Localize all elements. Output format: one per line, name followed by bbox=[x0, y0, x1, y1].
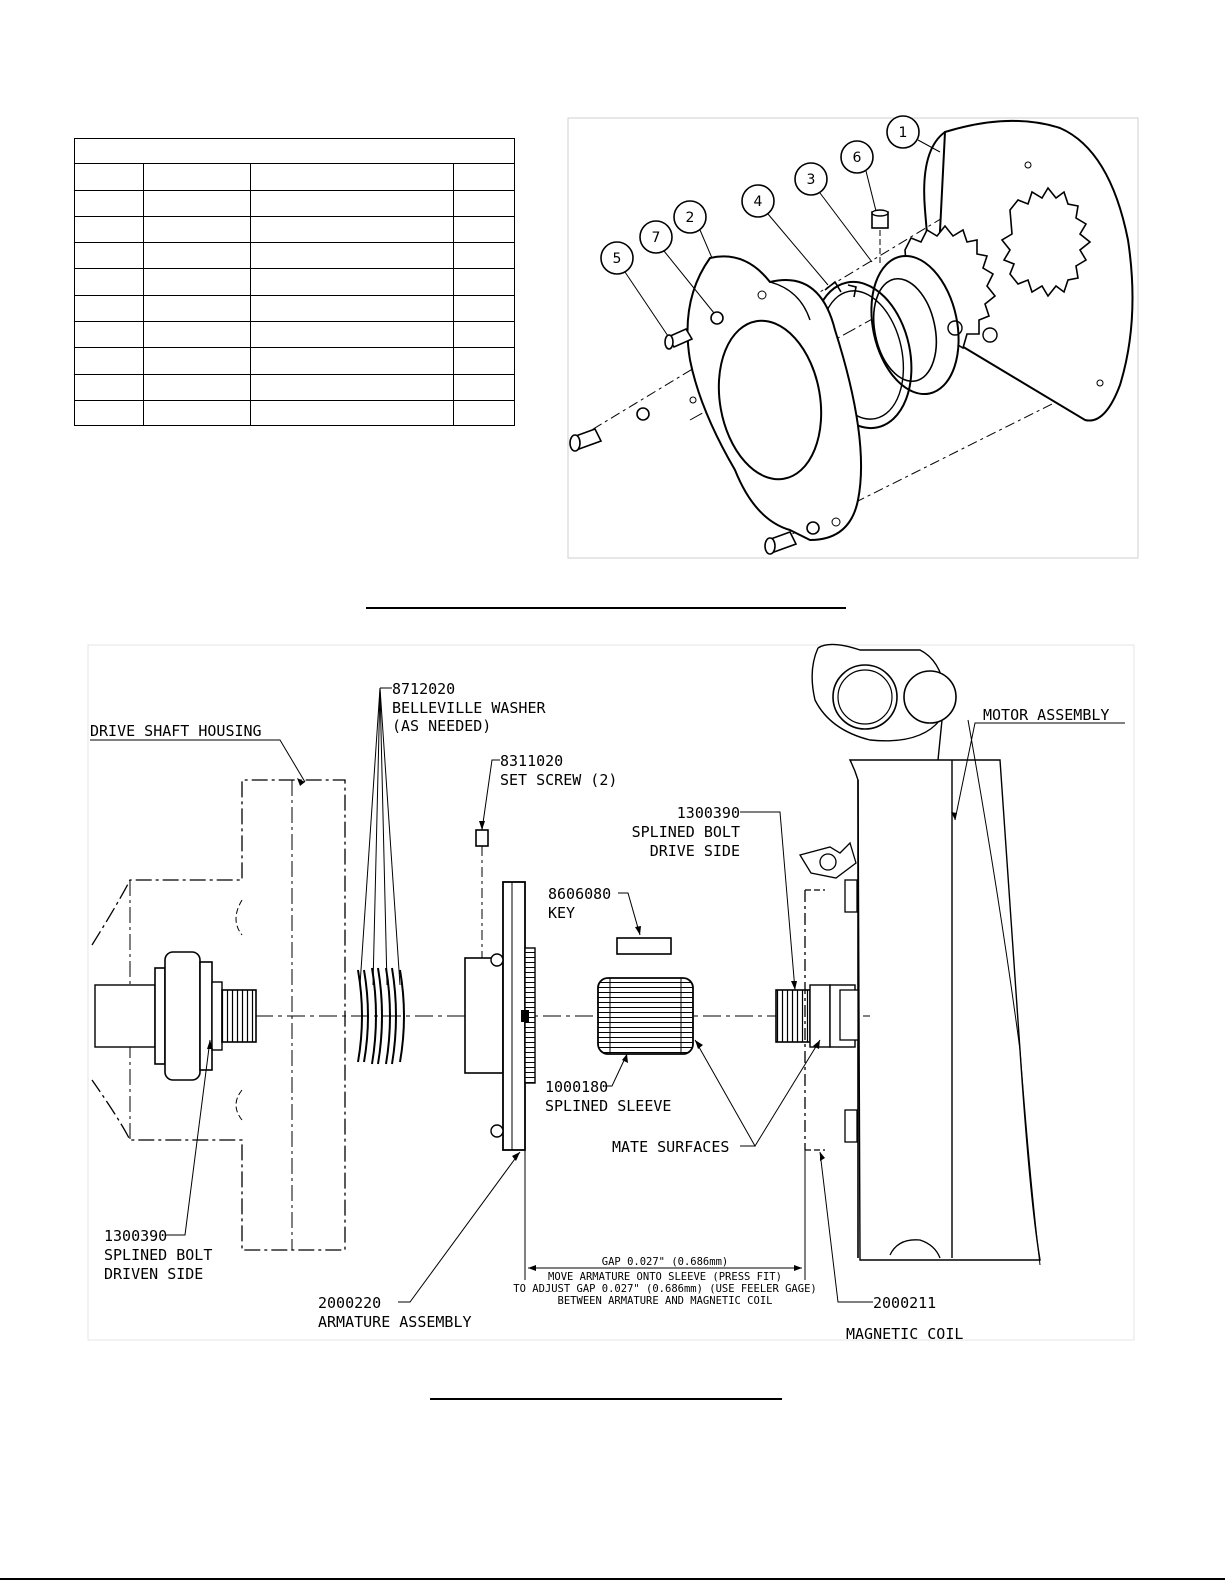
splined-sleeve bbox=[597, 977, 694, 1055]
drive-bolt-name: SPLINED BOLT bbox=[632, 823, 740, 841]
driven-bolt-name: SPLINED BOLT bbox=[104, 1246, 212, 1264]
item-balloon-7: 7 bbox=[639, 220, 715, 314]
set-screw bbox=[871, 209, 889, 265]
svg-text:5: 5 bbox=[613, 251, 622, 267]
leader-lines bbox=[90, 687, 1125, 1303]
set-screw-part-number: 8311020 bbox=[500, 752, 563, 770]
item-balloon-3: 3 bbox=[794, 162, 873, 263]
key bbox=[616, 937, 672, 955]
splined-bolt-driven bbox=[221, 989, 257, 1043]
set-screw-side bbox=[475, 829, 489, 958]
svg-text:7: 7 bbox=[652, 230, 661, 246]
bolt-axis-line bbox=[779, 379, 1101, 541]
key-part-number: 8606080 bbox=[548, 885, 611, 903]
key-name: KEY bbox=[548, 904, 575, 922]
assembly-view-frame bbox=[87, 644, 1135, 1341]
table-row bbox=[75, 347, 514, 348]
table-column-divider bbox=[250, 164, 251, 425]
gap-note-line-4: BETWEEN ARMATURE AND MAGNETIC COIL bbox=[558, 1295, 773, 1307]
table-row bbox=[75, 216, 514, 217]
svg-text:3: 3 bbox=[807, 172, 816, 188]
svg-text:2: 2 bbox=[686, 210, 695, 226]
table-column-divider bbox=[453, 164, 454, 425]
svg-text:6: 6 bbox=[853, 150, 862, 166]
set-screw-name: SET SCREW (2) bbox=[500, 771, 617, 789]
armature-plate bbox=[686, 255, 863, 542]
svg-text:1: 1 bbox=[899, 125, 908, 141]
gap-note-line-3: TO ADJUST GAP 0.027" (0.686mm) (USE FEEL… bbox=[513, 1283, 816, 1295]
leader-arrows bbox=[207, 778, 957, 1161]
mate-surfaces-label: MATE SURFACES bbox=[612, 1138, 729, 1156]
table-row bbox=[75, 295, 514, 296]
driven-pulley bbox=[94, 951, 223, 1081]
parts-list-table bbox=[74, 138, 515, 426]
svg-text:4: 4 bbox=[754, 194, 763, 210]
driven-bolt-part-number: 1300390 bbox=[104, 1227, 167, 1245]
table-row bbox=[75, 242, 514, 243]
magnetic-coil-part-number: 2000211 bbox=[873, 1294, 936, 1312]
driven-bolt-side: DRIVEN SIDE bbox=[104, 1265, 203, 1283]
motor-assembly-label: MOTOR ASSEMBLY bbox=[983, 706, 1109, 724]
magnetic-coil-name: MAGNETIC COIL bbox=[846, 1325, 963, 1343]
table-row bbox=[75, 321, 514, 322]
assembly-view: GAP 0.027" (0.686mm) MOVE ARMATURE ONTO … bbox=[87, 643, 1135, 1343]
belleville-name: BELLEVILLE WASHER bbox=[392, 699, 546, 717]
belleville-part-number: 8712020 bbox=[392, 680, 455, 698]
lock-washer bbox=[636, 311, 820, 535]
armature-name: ARMATURE ASSEMBLY bbox=[318, 1313, 472, 1331]
table-row bbox=[75, 163, 514, 164]
callout-labels: 8712020 BELLEVILLE WASHER (AS NEEDED) DR… bbox=[90, 680, 1109, 1343]
item-balloon-6: 6 bbox=[840, 140, 877, 212]
gap-note-line-2: MOVE ARMATURE ONTO SLEEVE (PRESS FIT) bbox=[548, 1271, 782, 1283]
item-balloon-5: 5 bbox=[600, 241, 669, 337]
item-balloon-1: 1 bbox=[886, 115, 941, 153]
item-balloon-2: 2 bbox=[673, 200, 713, 259]
page-bottom-rule bbox=[0, 1578, 1225, 1580]
gap-note-line-1: GAP 0.027" (0.686mm) bbox=[602, 1256, 728, 1268]
armature-assembly bbox=[464, 881, 536, 1151]
table-row bbox=[75, 400, 514, 401]
drive-bolt-part-number: 1300390 bbox=[677, 804, 740, 822]
table-row bbox=[75, 374, 514, 375]
shoulder-bolts bbox=[569, 327, 798, 555]
item-balloon-4: 4 bbox=[741, 184, 829, 286]
exploded-view-frame bbox=[567, 117, 1139, 559]
drive-bolt-side: DRIVE SIDE bbox=[650, 842, 740, 860]
table-row bbox=[75, 190, 514, 191]
table-row bbox=[75, 268, 514, 269]
brake-plate bbox=[923, 119, 1134, 422]
belleville-note: (AS NEEDED) bbox=[392, 717, 491, 735]
sleeve-part-number: 1000180 bbox=[545, 1078, 608, 1096]
sleeve-name: SPLINED SLEEVE bbox=[545, 1097, 671, 1115]
motor-assembly bbox=[798, 643, 1041, 1266]
armature-part-number: 2000220 bbox=[318, 1294, 381, 1312]
upper-caption-rule bbox=[366, 607, 846, 609]
gap-dimension: GAP 0.027" (0.686mm) MOVE ARMATURE ONTO … bbox=[513, 1150, 817, 1307]
table-column-divider bbox=[143, 164, 144, 425]
drive-shaft-housing-label: DRIVE SHAFT HOUSING bbox=[90, 722, 262, 740]
lower-caption-rule bbox=[430, 1398, 782, 1400]
belleville-washers bbox=[357, 967, 405, 1065]
exploded-view: 1 2 3 4 5 6 7 bbox=[567, 115, 1139, 559]
